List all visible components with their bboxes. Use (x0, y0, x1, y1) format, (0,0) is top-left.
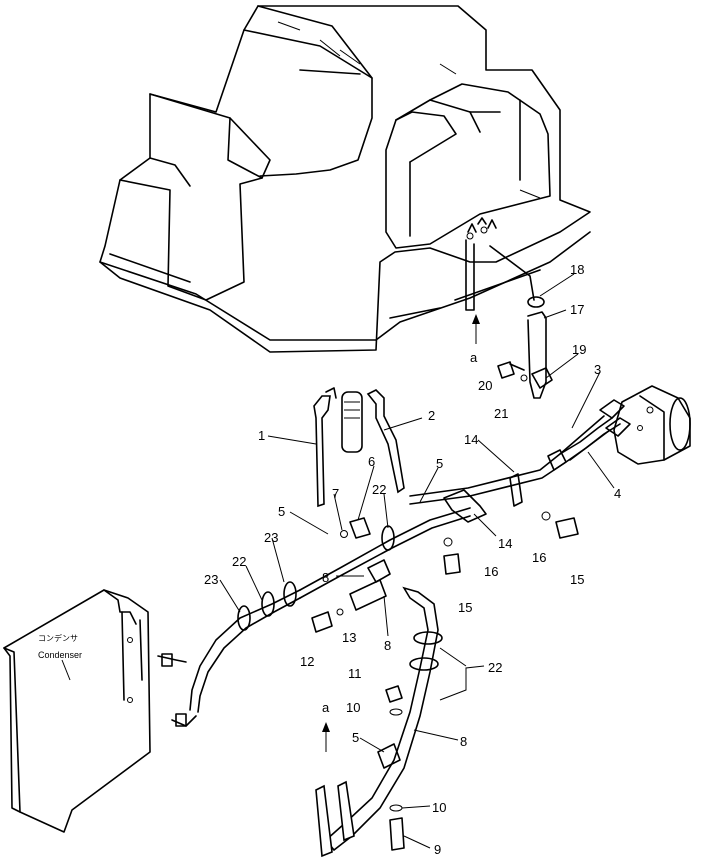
part-label-23a: 23 (264, 530, 278, 545)
part-label-4: 4 (614, 486, 621, 501)
part-label-15b: 15 (570, 572, 584, 587)
part-label-11: 11 (348, 666, 362, 681)
part-label-19: 19 (572, 342, 586, 357)
part-label-22a: 22 (372, 482, 386, 497)
part-label-10b: 10 (432, 800, 446, 815)
part-label-8b: 8 (384, 638, 391, 653)
part-label-13: 13 (342, 630, 356, 645)
part-labels: 1 2 3 4 5 5 5 6 7 8 8 8 9 10 10 11 12 13… (204, 262, 621, 857)
part-label-2: 2 (428, 408, 435, 423)
reference-mark-a-bottom: a (322, 700, 330, 715)
part-label-20: 20 (478, 378, 492, 393)
condenser-unit: コンデンサ Condenser (3, 589, 151, 833)
part-label-16b: 16 (532, 550, 546, 565)
hoses (157, 296, 621, 858)
part-label-3: 3 (594, 362, 601, 377)
part-label-5c: 5 (352, 730, 359, 745)
part-label-16a: 16 (484, 564, 498, 579)
reference-mark-a-top: a (470, 350, 478, 365)
part-label-5b: 5 (436, 456, 443, 471)
part-label-21: 21 (494, 406, 508, 421)
part-label-14a: 14 (464, 432, 478, 447)
compressor-unit (599, 385, 691, 465)
part-label-8c: 8 (460, 734, 467, 749)
part-label-7: 7 (332, 486, 339, 501)
part-label-9: 9 (434, 842, 441, 857)
part-label-12: 12 (300, 654, 314, 669)
part-label-8a: 8 (322, 570, 329, 585)
part-label-10a: 10 (346, 700, 360, 715)
part-label-1: 1 (258, 428, 265, 443)
leader-lines (219, 273, 615, 849)
condenser-label-en: Condenser (38, 650, 82, 660)
part-label-22b: 22 (232, 554, 246, 569)
part-label-23b: 23 (204, 572, 218, 587)
condenser-label-jp: コンデンサ (38, 633, 78, 643)
part-label-5a: 5 (278, 504, 285, 519)
part-label-6: 6 (368, 454, 375, 469)
part-label-14b: 14 (498, 536, 512, 551)
part-label-17: 17 (570, 302, 584, 317)
machine-frame (99, 5, 591, 353)
part-label-22c: 22 (488, 660, 502, 675)
part-label-15a: 15 (458, 600, 472, 615)
part-label-18: 18 (570, 262, 584, 277)
